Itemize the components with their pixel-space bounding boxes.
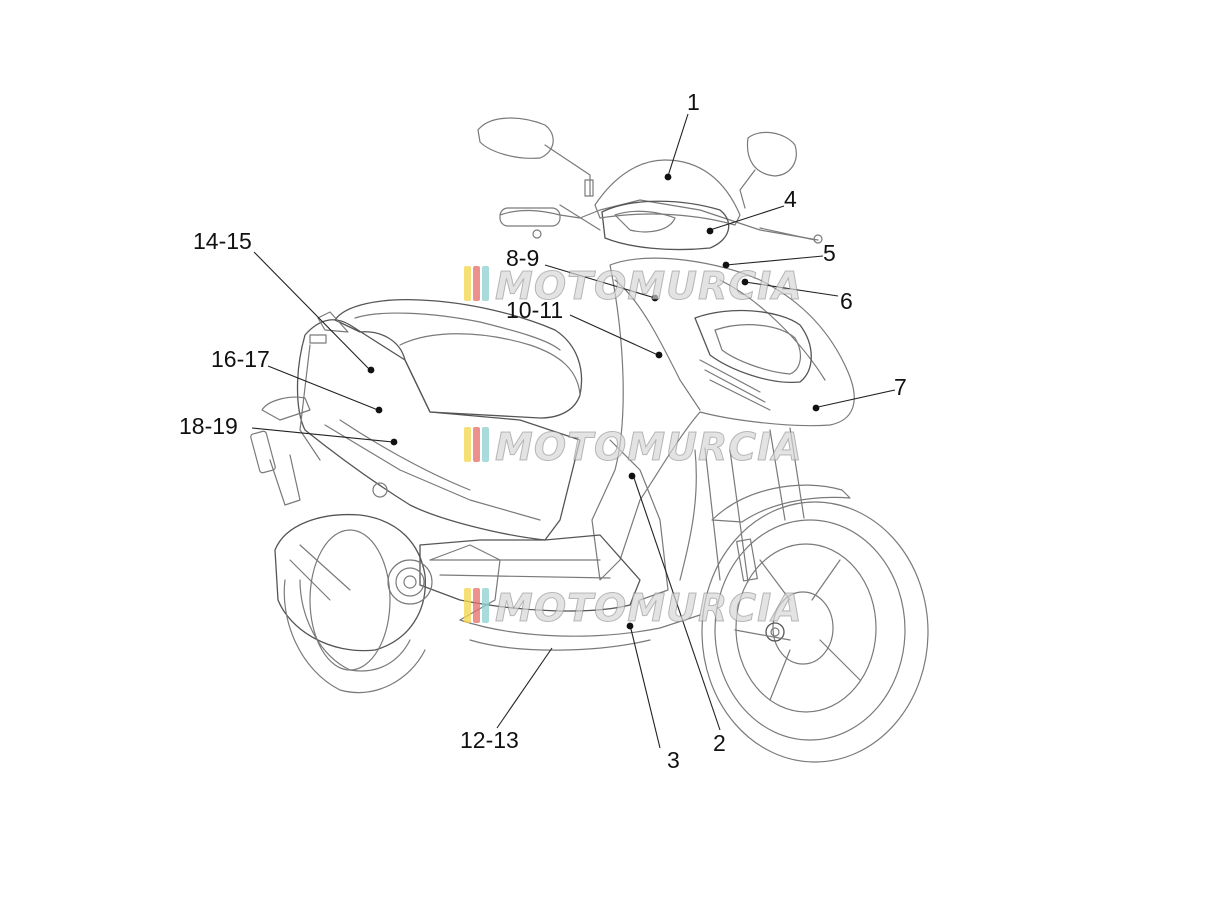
- dot-14-15: [367, 366, 375, 374]
- watermark-bottom: MOTOMURCIA: [464, 586, 803, 631]
- watermark-logo-stripes: [464, 266, 489, 301]
- callout-7: 7: [894, 374, 907, 400]
- callout-14-15: 14-15: [193, 228, 252, 254]
- callout-labels: 1 2 3 4 5 6 7 8-9 10-11 12-13 14-15 16-1…: [179, 89, 907, 773]
- dot-7: [812, 404, 820, 412]
- front-fork: [704, 427, 805, 641]
- front-fender: [711, 484, 851, 523]
- callout-8-9: 8-9: [506, 245, 539, 271]
- handlebar: [499, 199, 823, 251]
- watermark-text: MOTOMURCIA: [495, 586, 803, 630]
- dot-5: [722, 261, 730, 269]
- callout-1: 1: [687, 89, 700, 115]
- dot-2: [628, 472, 636, 480]
- rear-body: [296, 311, 581, 541]
- watermark-logo-stripes: [464, 588, 489, 623]
- dot-8-9: [651, 294, 659, 302]
- callout-16-17: 16-17: [211, 346, 270, 372]
- leader-lines: [251, 113, 896, 749]
- callout-3: 3: [667, 747, 680, 773]
- callout-6: 6: [840, 288, 853, 314]
- dot-16-17: [375, 406, 383, 414]
- dot-10-11: [655, 351, 663, 359]
- watermark-logo-stripes: [464, 427, 489, 462]
- scooter-line-art: [250, 117, 929, 763]
- headlight: [694, 309, 812, 411]
- dot-18-19: [390, 438, 398, 446]
- mirrors: [477, 117, 797, 209]
- watermark-top: MOTOMURCIA: [464, 264, 803, 309]
- callout-dots: [367, 173, 820, 630]
- callout-12-13: 12-13: [460, 727, 519, 753]
- front-wheel: [701, 501, 929, 763]
- callout-4: 4: [784, 186, 797, 212]
- front-shield: [591, 257, 855, 581]
- rear-wheel: [283, 529, 426, 694]
- watermark-text: MOTOMURCIA: [495, 425, 803, 469]
- watermark-middle: MOTOMURCIA: [464, 425, 803, 470]
- callout-10-11: 10-11: [506, 297, 563, 323]
- dot-6: [741, 278, 749, 286]
- rear-indicator: [250, 396, 311, 506]
- dot-4: [706, 227, 714, 235]
- callout-2: 2: [713, 730, 726, 756]
- watermark-text: MOTOMURCIA: [495, 264, 803, 308]
- windscreen: [594, 159, 741, 226]
- callout-18-19: 18-19: [179, 413, 238, 439]
- callout-5: 5: [823, 240, 836, 266]
- dot-1: [664, 173, 672, 181]
- dot-3: [626, 622, 634, 630]
